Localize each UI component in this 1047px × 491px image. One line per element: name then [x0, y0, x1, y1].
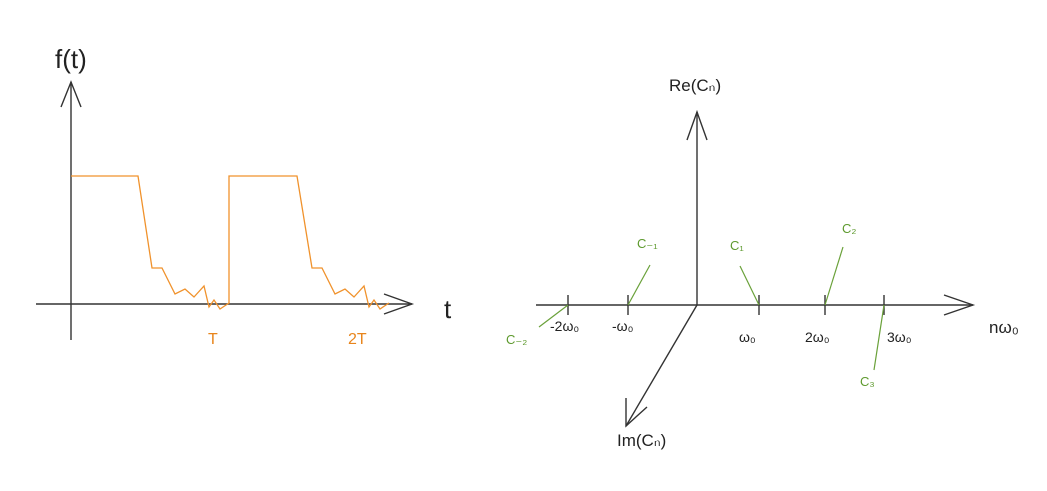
signal-waveform [71, 175, 390, 310]
im-axis-label: Im(Cₙ) [617, 431, 666, 450]
re-axis-label: Re(Cₙ) [669, 76, 721, 95]
leader-c-3 [873, 304, 885, 371]
spectrum-plot: -2ω₀ -ω₀ ω₀ 2ω₀ 3ω₀ Re(Cₙ) Im(Cₙ) nω₀ C₋… [506, 76, 1019, 450]
leader-c-minus-1 [627, 264, 651, 306]
tick-label-2-omega: 2ω₀ [805, 329, 830, 345]
re-axis-arrowhead [686, 109, 708, 141]
leader-c-minus-2 [538, 304, 569, 328]
tick-label-2T: 2T [348, 331, 367, 348]
tick-label-minus-2-omega: -2ω₀ [550, 318, 579, 334]
im-axis-arrowhead [625, 398, 648, 428]
coefficient-label-c-3: C₃ [860, 374, 875, 389]
coefficient-label-c-minus-1: C₋₁ [637, 236, 658, 251]
time-domain-plot: f(t) t T 2T [36, 44, 452, 348]
coefficient-label-c-2: C₂ [842, 221, 856, 236]
coefficient-label-c-minus-2: C₋₂ [506, 332, 527, 347]
coefficient-label-c-1: C₁ [730, 238, 744, 253]
tick-label-minus-omega: -ω₀ [612, 318, 634, 334]
f-axis-arrowhead [60, 80, 82, 108]
tick-label-T: T [208, 331, 218, 348]
tick-label-omega: ω₀ [739, 329, 756, 345]
leader-c-2 [824, 246, 844, 306]
n-omega-axis-label: nω₀ [989, 318, 1019, 337]
f-axis-label: f(t) [55, 44, 87, 74]
t-axis-arrowhead [383, 293, 415, 315]
leader-c-1 [739, 265, 760, 306]
t-axis-label: t [444, 294, 452, 324]
im-axis [625, 304, 698, 427]
tick-label-3-omega: 3ω₀ [887, 329, 912, 345]
n-omega-axis-arrowhead [943, 294, 976, 316]
